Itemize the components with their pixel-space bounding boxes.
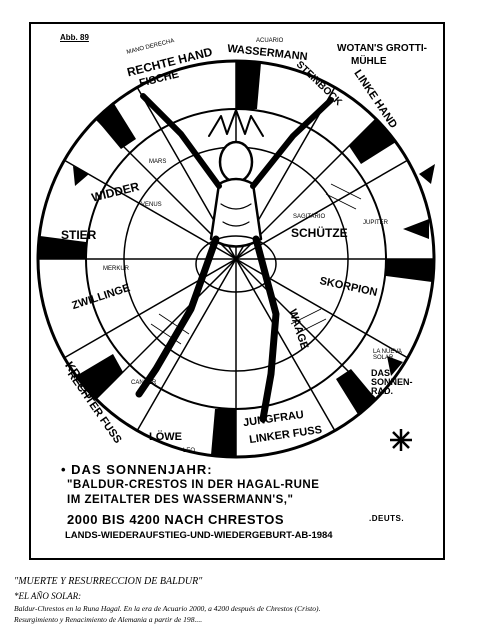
illustration-frame: Abb. 89 RECHTE HAND WASSERMANN WOTAN'S G… <box>29 22 445 560</box>
rune-marks <box>73 164 435 376</box>
label-mars: MARS <box>149 159 167 165</box>
sonnenjahr-line-1: "BALDUR-CRESTOS IN DER HAGAL-RUNE <box>67 479 320 491</box>
label-schutze: SCHÜTZE <box>291 226 348 240</box>
label-acuario: ACUARIO <box>256 38 284 44</box>
sun-wheel-illustration <box>36 59 436 459</box>
label-muhle: MÜHLE <box>351 56 387 67</box>
wheel-black-wedges <box>38 61 434 457</box>
label-sagitario: SAGITARIO <box>293 214 326 220</box>
caption-title: "MUERTE Y RESURRECCION DE BALDUR" <box>14 576 203 587</box>
asterisk-mark <box>390 429 412 451</box>
wheel-hatching <box>150 183 362 345</box>
sonnenjahr-line-2: IM ZEITALTER DES WASSERMANN'S," <box>67 494 294 506</box>
baldur-figure <box>135 93 334 423</box>
caption-line-1: Baldur-Chrestos en la Runa Hagal. En la … <box>14 604 321 613</box>
sonnenjahr-line-3-tag: .DEUTS. <box>369 514 405 523</box>
sonnenjahr-line-4: LANDS-WIEDERAUFSTIEG-UND-WIEDERGEBURT-AB… <box>65 530 333 541</box>
wheel-spokes <box>38 61 434 457</box>
label-jupiter: JUPITER <box>363 220 389 226</box>
plate-number: Abb. 89 <box>60 33 89 42</box>
sonnenjahr-title: • DAS SONNENJAHR: <box>61 462 213 477</box>
caption-line-2: Resurgimiento y Renacimiento de Alemania… <box>14 615 203 624</box>
label-merkur: MERKUR <box>103 266 130 272</box>
sonnenjahr-line-3: 2000 BIS 4200 NACH CHRESTOS <box>67 512 285 527</box>
label-venus: VENUS <box>141 202 162 208</box>
label-wotans-grotti: WOTAN'S GROTTI- <box>337 43 427 54</box>
label-leo: LEO <box>183 448 196 454</box>
label-cancer: CANCER <box>131 380 157 386</box>
label-das-sonnenrad: DAS SONNEN-RAD. <box>371 368 413 396</box>
caption-subtitle: *EL AÑO SOLAR: <box>14 591 82 601</box>
label-stier: STIER <box>61 228 97 242</box>
label-lowe: LÖWE <box>149 431 182 443</box>
label-la-nueva-solar: LA NUEVA SOLAR <box>373 349 402 361</box>
